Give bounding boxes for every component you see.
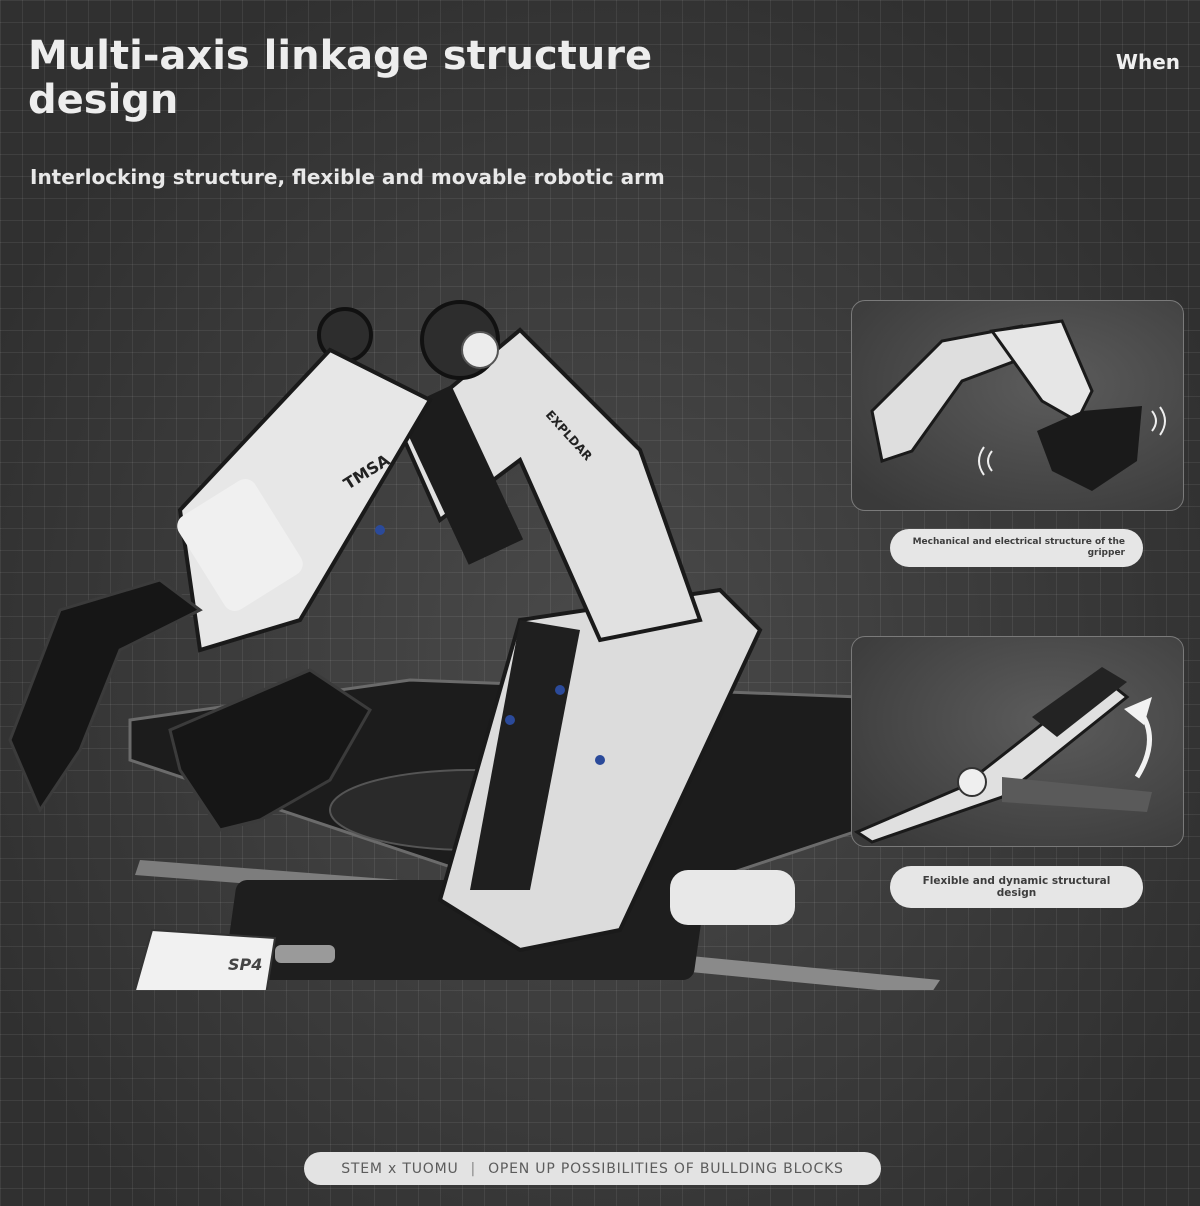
footer-brand: STEM x TUOMU bbox=[341, 1160, 459, 1177]
footer-separator: | bbox=[470, 1160, 477, 1177]
inset-forearm bbox=[989, 319, 1094, 424]
gripper-detail-illustration bbox=[870, 319, 1166, 491]
gripper-caption: Mechanical and electrical structure of t… bbox=[890, 529, 1143, 567]
inset2-pulley bbox=[957, 767, 987, 797]
inset2-claw-upper bbox=[1032, 667, 1127, 737]
inset-claw bbox=[1037, 406, 1142, 491]
inset-arm bbox=[870, 324, 1045, 463]
upper-arm-frame bbox=[396, 385, 524, 565]
base-label: SP4 bbox=[228, 955, 262, 974]
structure-detail-inset bbox=[851, 636, 1184, 847]
page-title: Multi-axis linkage structure design bbox=[28, 33, 653, 123]
gripper-lower-claw bbox=[168, 668, 372, 832]
corner-text: When bbox=[1115, 50, 1180, 74]
footer-banner: STEM x TUOMU | OPEN UP POSSIBILITIES OF … bbox=[304, 1152, 881, 1185]
gripper-wrist bbox=[177, 479, 303, 611]
page-subtitle: Interlocking structure, flexible and mov… bbox=[30, 165, 665, 189]
structure-caption: Flexible and dynamic structural design bbox=[890, 866, 1143, 908]
inset2-claw-lower bbox=[1002, 777, 1152, 812]
footer-slogan: OPEN UP POSSIBILITIES OF BULLDING BLOCKS bbox=[488, 1160, 844, 1177]
stud bbox=[505, 715, 515, 725]
info-card bbox=[134, 928, 277, 990]
pulley bbox=[461, 331, 499, 369]
structure-detail-illustration bbox=[853, 667, 1152, 844]
stud bbox=[555, 685, 565, 695]
lower-arm-dark bbox=[470, 620, 580, 890]
gripper-upper-claw bbox=[8, 578, 203, 814]
motion-mark-icon bbox=[978, 446, 993, 476]
gripper-detail-inset bbox=[851, 300, 1184, 511]
motion-mark-icon bbox=[1151, 406, 1166, 436]
robotic-arm-illustration: SP4 TMSA EXPLDAR bbox=[8, 300, 943, 990]
stud bbox=[595, 755, 605, 765]
motor-block bbox=[670, 870, 795, 925]
stud bbox=[375, 525, 385, 535]
spring bbox=[275, 945, 335, 963]
arrow-head-icon bbox=[1124, 697, 1152, 725]
